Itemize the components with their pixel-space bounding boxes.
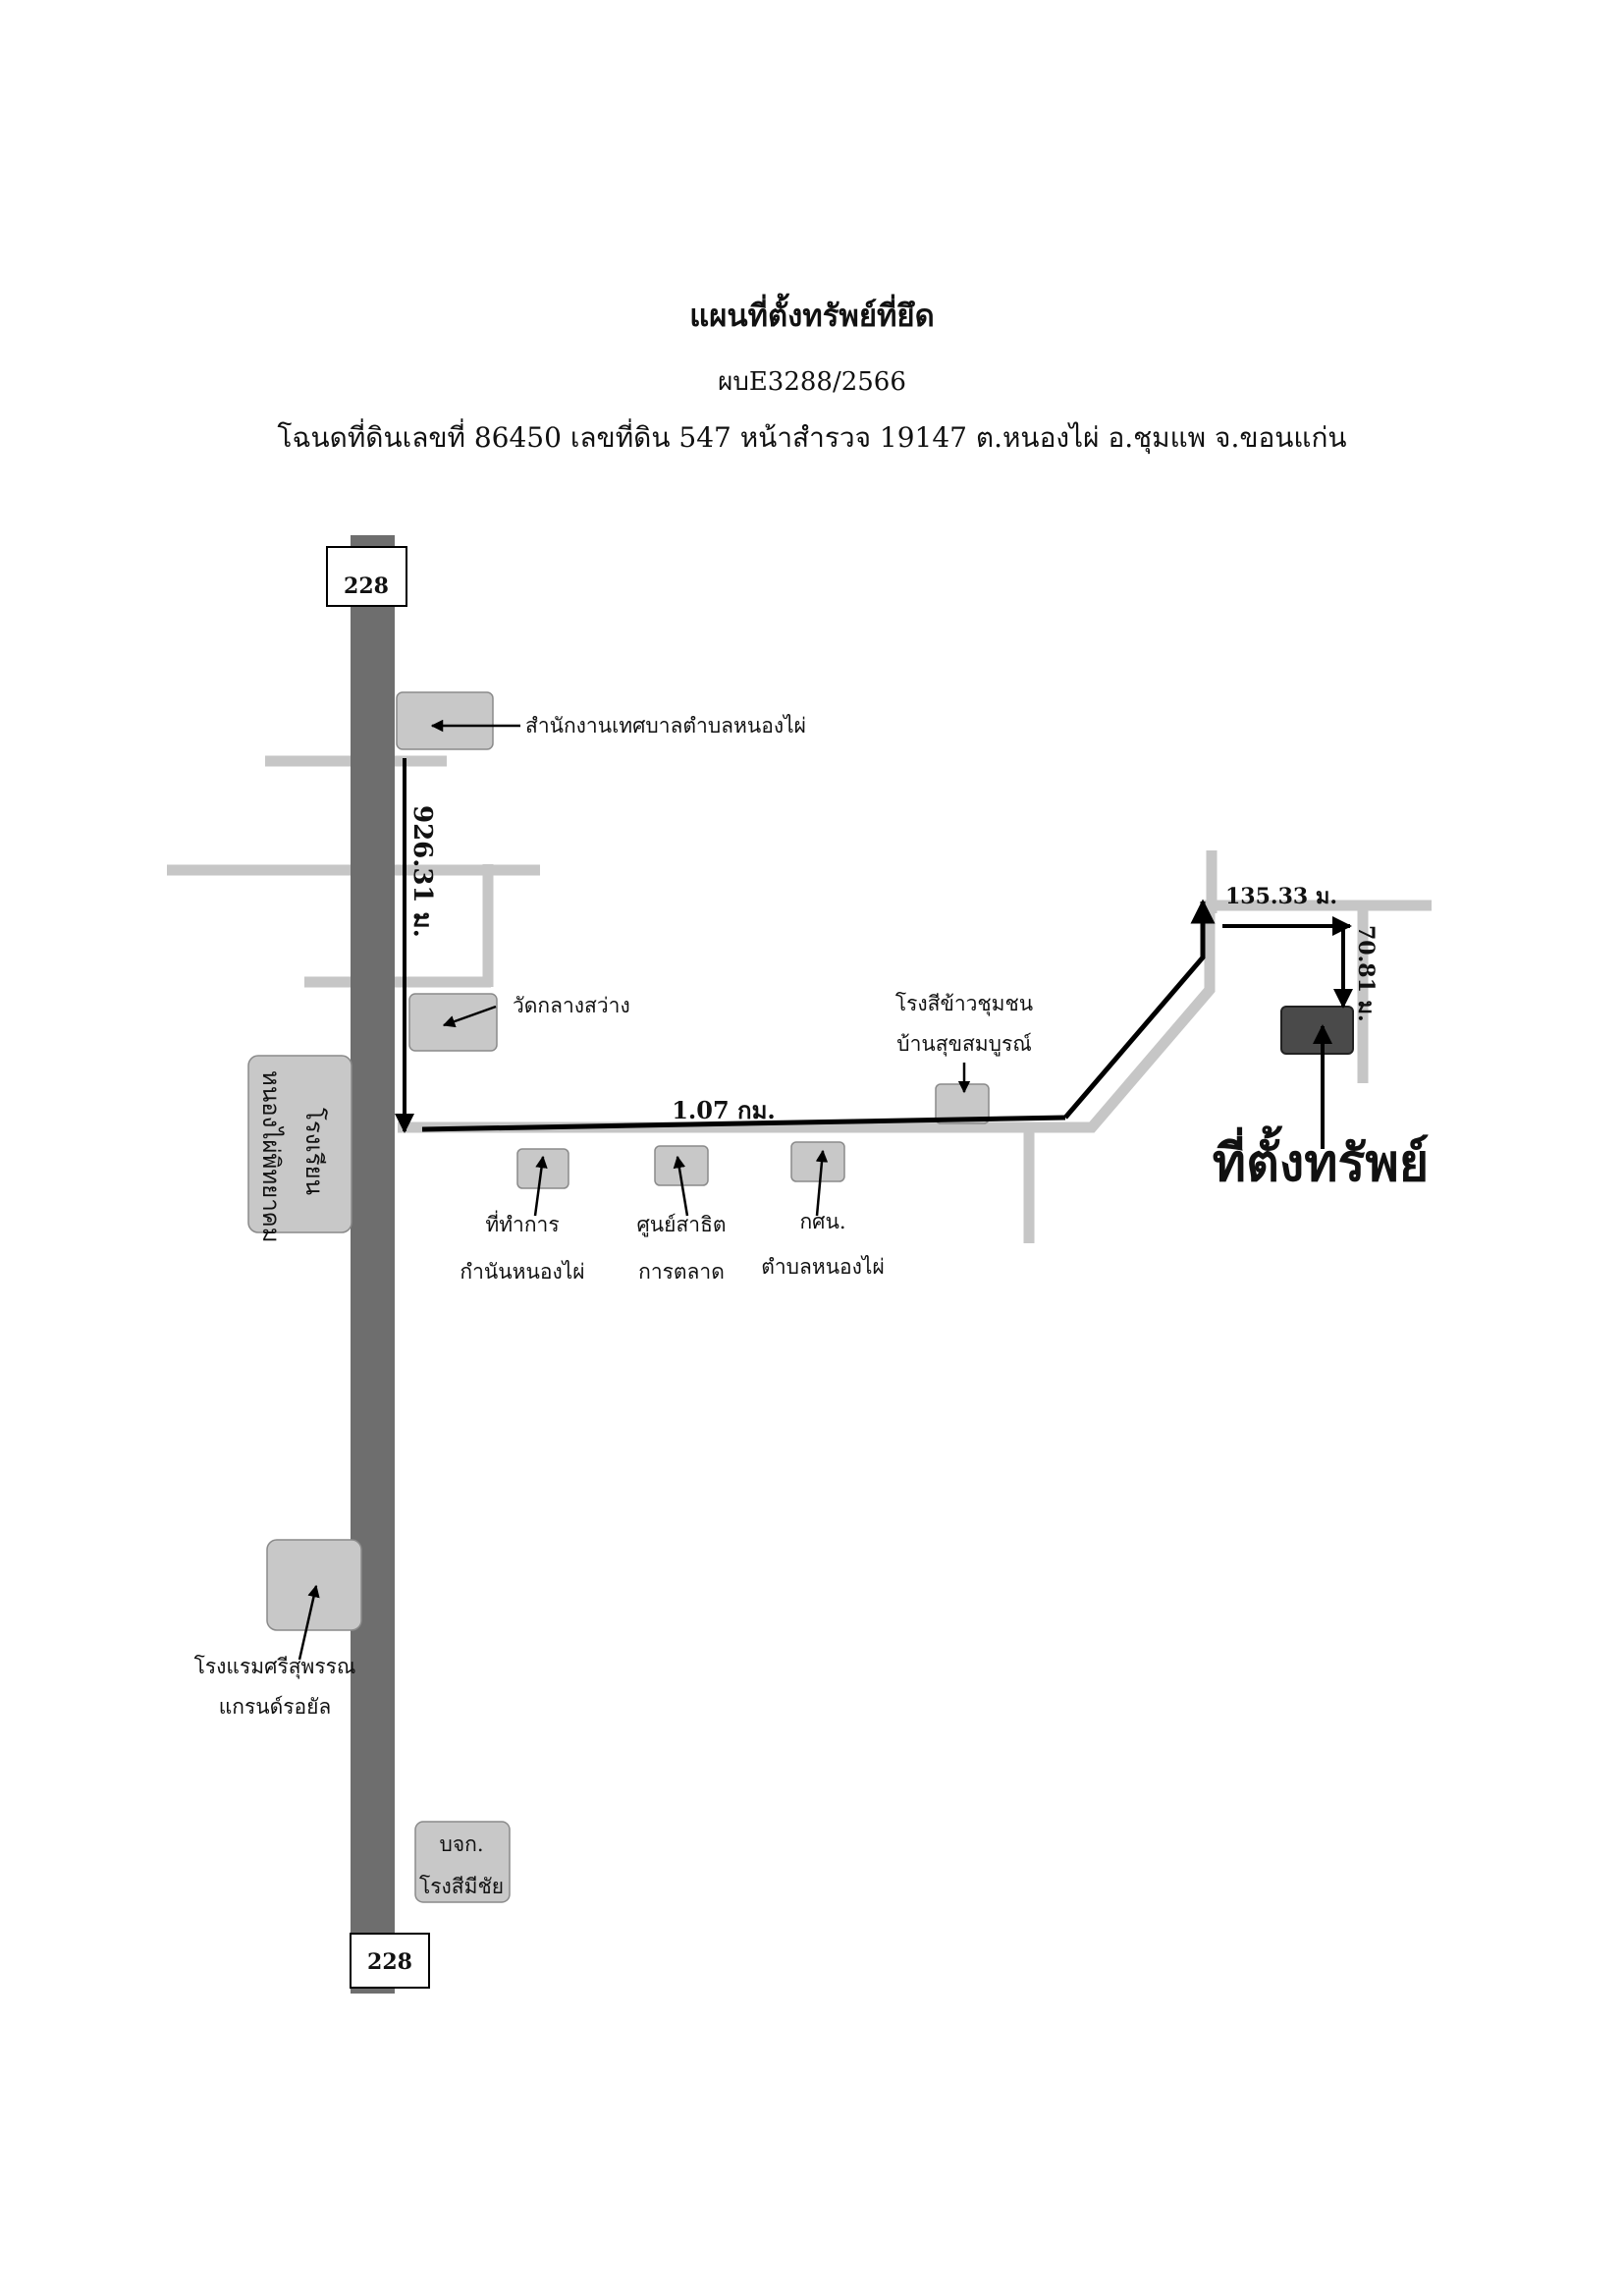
label-school-line2: หนองไผ่พิทยาคม <box>257 1070 285 1243</box>
label-hotel-line2: แกรนด์รอยัล <box>219 1695 332 1719</box>
landmark-pointers <box>298 719 1332 1661</box>
label-market-line1: ศูนย์สาธิต <box>636 1213 726 1237</box>
distance-top-right: 135.33 ม. <box>1225 884 1337 909</box>
mill2-building <box>414 1821 511 1903</box>
highway-shield-top: 228 <box>326 546 407 607</box>
label-hotel-line1: โรงแรมศรีสุพรรณ <box>194 1655 356 1679</box>
label-temple: วัดกลางสว่าง <box>513 994 630 1017</box>
pointer-hotel <box>298 1584 320 1661</box>
municipal-office-building <box>396 691 494 750</box>
label-school: โรงเรียน หนองไผ่พิทยาคม <box>257 1070 328 1243</box>
route-path <box>395 758 1353 1133</box>
hotel-building <box>266 1539 362 1631</box>
route-line-horizontal <box>421 1115 1066 1132</box>
route-arrow-diagonal <box>1063 899 1216 1120</box>
distance-vertical: 926.31 ม. <box>407 805 437 938</box>
label-school-line1: โรงเรียน <box>300 1108 328 1195</box>
label-market-line2: การตลาด <box>638 1260 725 1284</box>
label-mill2-line1: บจก. <box>439 1832 483 1856</box>
label-ksn-line1: กศน. <box>799 1210 845 1233</box>
kamnan-office-building <box>516 1148 569 1189</box>
label-ksn-line2: ตำบลหนองไผ่ <box>761 1255 885 1279</box>
minor-roads <box>167 755 1432 1243</box>
pointer-ksn <box>815 1149 829 1217</box>
highway-shield-bottom: 228 <box>350 1933 430 1989</box>
pointer-market <box>673 1155 689 1217</box>
school-building <box>247 1055 352 1233</box>
label-kamnan-line2: กำนันหนองไผ่ <box>460 1260 584 1284</box>
pointer-kamnan <box>533 1155 548 1217</box>
highway-number-bottom: 228 <box>367 1949 412 1975</box>
property-label: ที่ตั้งทรัพย์ <box>1213 1125 1429 1193</box>
distance-right-down: 70.81 ม. <box>1353 925 1379 1022</box>
property-marker <box>1280 1006 1354 1055</box>
case-number: ผบE3288/2566 <box>718 367 906 397</box>
label-mill2-line2: โรงสีมีชัย <box>419 1875 504 1898</box>
label-rice-mill-line2: บ้านสุขสมบูรณ์ <box>896 1032 1031 1057</box>
label-municipal-office: สำนักงานเทศบาลตำบลหนองไผ่ <box>525 714 806 738</box>
map-title: แผนที่ตั้งทรัพย์ที่ยึด <box>689 299 935 334</box>
highway-number-top: 228 <box>344 574 389 599</box>
main-route-road <box>398 911 1216 1133</box>
label-rice-mill-line1: โรงสีข้าวชุมชน <box>895 992 1033 1016</box>
label-kamnan-line1: ที่ทำการ <box>485 1210 559 1236</box>
ksn-building <box>790 1141 845 1182</box>
highway-228 <box>351 535 395 1994</box>
distance-horizontal: 1.07 กม. <box>672 1096 776 1124</box>
deed-info: โฉนดที่ดินเลขที่ 86450 เลขที่ดิน 547 หน้… <box>277 421 1347 454</box>
pointer-temple <box>442 1005 497 1028</box>
